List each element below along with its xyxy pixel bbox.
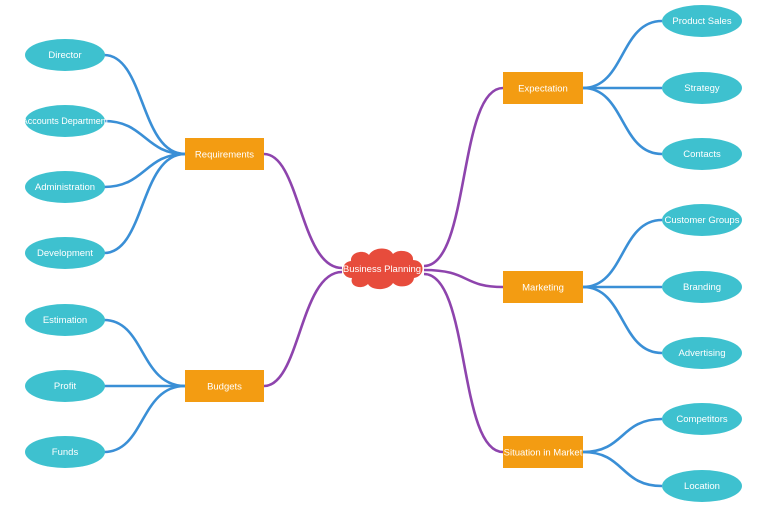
leaf-label: Development (37, 248, 93, 259)
leaf-node-location[interactable]: Location (662, 470, 742, 502)
leaf-ellipse (25, 436, 105, 468)
leaf-node-administration[interactable]: Administration (25, 171, 105, 203)
leaf-ellipse (662, 337, 742, 369)
edge-budgets-funds (103, 384, 186, 454)
edge-marketing-customergroups (582, 218, 663, 289)
leaf-node-director[interactable]: Director (25, 39, 105, 71)
leaf-label: Profit (54, 381, 77, 392)
branch-box (185, 138, 264, 170)
edge-center-marketing (423, 268, 504, 289)
leaf-ellipse (25, 237, 105, 269)
leaf-ellipse (25, 171, 105, 203)
branch-box (185, 370, 264, 402)
branch-node-marketing[interactable]: Marketing (503, 271, 583, 303)
leaf-label: Director (48, 50, 81, 61)
leaf-node-profit[interactable]: Profit (25, 370, 105, 402)
leaf-label: Competitors (676, 414, 727, 425)
leaf-ellipse (662, 271, 742, 303)
leaf-node-funds[interactable]: Funds (25, 436, 105, 468)
leaf-label: Estimation (43, 315, 87, 326)
branch-box (503, 271, 583, 303)
leaf-label: Branding (683, 282, 721, 293)
leaf-node-accounts-department[interactable]: Accounts Department (22, 105, 109, 137)
leaf-node-competitors[interactable]: Competitors (662, 403, 742, 435)
leaf-node-estimation[interactable]: Estimation (25, 304, 105, 336)
edge-situation-location (582, 450, 663, 488)
leaf-ellipse (662, 72, 742, 104)
leaf-ellipse (662, 204, 742, 236)
branch-node-requirements[interactable]: Requirements (185, 138, 264, 170)
edge-situation-competitors (582, 417, 663, 454)
leaf-node-contacts[interactable]: Contacts (662, 138, 742, 170)
leaf-ellipse (662, 403, 742, 435)
central-node-label: Business Planning (343, 264, 421, 275)
central-node[interactable]: Business Planning (342, 248, 423, 290)
branch-label: Marketing (522, 283, 564, 294)
edge-center-situation (423, 272, 504, 454)
branch-box (503, 72, 583, 104)
branch-node-budgets[interactable]: Budgets (185, 370, 264, 402)
branch-label: Requirements (195, 150, 254, 161)
edge-requirements-accounts (103, 119, 186, 156)
leaf-label: Administration (35, 182, 95, 193)
edge-center-requirements (263, 152, 343, 270)
leaf-ellipse (25, 105, 105, 137)
edge-budgets-estimation (103, 318, 186, 388)
branch-label: Situation in Market (504, 448, 583, 459)
leaf-label: Contacts (683, 149, 721, 160)
leaf-ellipse (662, 5, 742, 37)
leaf-node-branding[interactable]: Branding (662, 271, 742, 303)
branch-label: Expectation (518, 84, 568, 95)
leaf-label: Customer Groups (665, 215, 740, 226)
connector-lines (103, 19, 663, 488)
leaf-node-strategy[interactable]: Strategy (662, 72, 742, 104)
leaf-ellipse (662, 138, 742, 170)
leaf-node-advertising[interactable]: Advertising (662, 337, 742, 369)
edge-expectation-productsales (582, 19, 663, 90)
leaf-label: Advertising (679, 348, 726, 359)
leaf-label: Accounts Department (22, 116, 109, 126)
edge-requirements-administration (103, 152, 186, 189)
cloud-shape (342, 248, 423, 290)
leaf-ellipse (662, 470, 742, 502)
edge-requirements-development (103, 152, 186, 255)
branch-label: Budgets (207, 382, 242, 393)
edge-center-budgets (263, 270, 343, 388)
branch-box (503, 436, 583, 468)
branch-node-situation[interactable]: Situation in Market (503, 436, 583, 468)
leaf-ellipse (25, 370, 105, 402)
leaf-label: Strategy (684, 83, 720, 94)
leaf-node-development[interactable]: Development (25, 237, 105, 269)
edge-marketing-advertising (582, 285, 663, 355)
edge-center-expectation (423, 86, 504, 268)
leaf-label: Location (684, 481, 720, 492)
leaf-label: Product Sales (672, 16, 731, 27)
leaf-ellipse (25, 304, 105, 336)
edge-expectation-contacts (582, 86, 663, 156)
leaf-node-product-sales[interactable]: Product Sales (662, 5, 742, 37)
branch-node-expectation[interactable]: Expectation (503, 72, 583, 104)
edge-requirements-director (103, 53, 186, 156)
leaf-ellipse (25, 39, 105, 71)
leaf-label: Funds (52, 447, 79, 458)
leaf-node-customer-groups[interactable]: Customer Groups (662, 204, 742, 236)
